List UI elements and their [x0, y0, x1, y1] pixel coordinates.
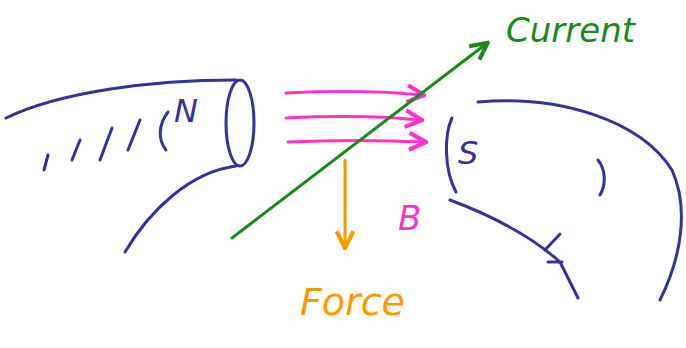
pole-label: S — [458, 136, 478, 171]
pole-label: N — [174, 94, 198, 129]
magnet-outline — [6, 80, 681, 300]
hatch — [72, 140, 80, 160]
south-magnet-bottom — [450, 200, 578, 298]
field-arrows — [286, 92, 424, 142]
hatch — [548, 261, 562, 264]
force-arrow — [344, 160, 347, 246]
hatch — [44, 155, 48, 170]
hatch — [598, 160, 604, 195]
current-label: Current — [506, 12, 635, 49]
hatch — [545, 234, 560, 250]
south-pole-face — [446, 118, 456, 192]
current-arrow — [232, 44, 486, 238]
field-label: B — [398, 200, 421, 237]
south-magnet-top — [478, 101, 681, 300]
north-pole-face — [226, 80, 254, 166]
hatch — [128, 120, 140, 150]
field-arrow — [286, 92, 422, 95]
hatch — [160, 112, 168, 150]
field-arrow — [286, 117, 420, 120]
hatch — [100, 128, 112, 160]
north-magnet-bottom — [125, 166, 236, 252]
north-magnet-top — [6, 80, 236, 118]
force-label: Force — [300, 282, 405, 324]
